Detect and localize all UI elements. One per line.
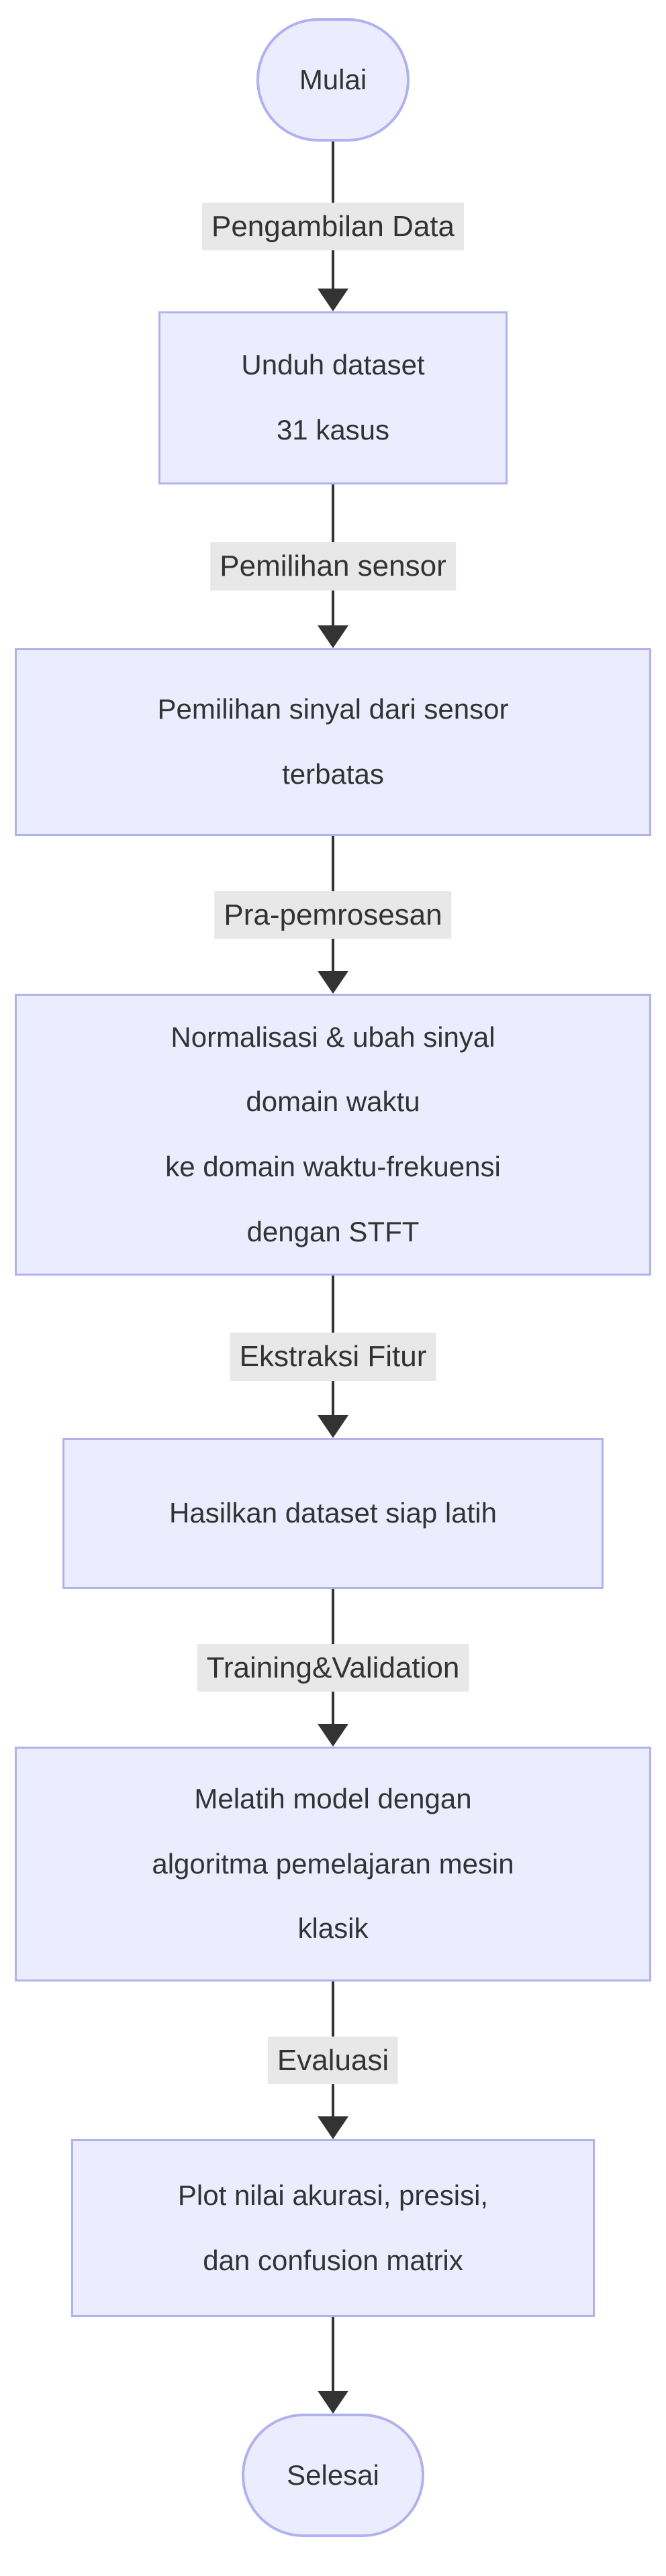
node-label: Selesai — [287, 2443, 379, 2508]
node-label: Normalisasi & ubah sinyal domain waktu k… — [165, 1005, 501, 1264]
arrowhead-icon — [318, 2116, 348, 2139]
node-label-line: domain waktu — [246, 1086, 420, 1118]
arrowhead-icon — [318, 1724, 348, 1747]
node-plot-akurasi: Plot nilai akurasi, presisi, dan confusi… — [71, 2139, 595, 2317]
node-label: Hasilkan dataset siap latih — [169, 1481, 497, 1546]
edge-label-pemilihan-sensor: Pemilihan sensor — [210, 542, 456, 590]
edge-label-evaluasi: Evaluasi — [267, 2036, 399, 2085]
arrowhead-icon — [318, 971, 348, 994]
node-label-line: Hasilkan dataset siap latih — [169, 1497, 497, 1529]
arrowhead-icon — [318, 2391, 348, 2414]
edge-line — [332, 2317, 334, 2395]
edge-download-to-sensor: Pemilihan sensor — [0, 484, 666, 648]
edge-label-ekstraksi-fitur: Ekstraksi Fitur — [230, 1333, 436, 1381]
node-label-line: Plot nilai akurasi, presisi, — [177, 2179, 489, 2211]
edge-start-to-download: Pengambilan Data — [0, 142, 666, 311]
node-label: Mulai — [299, 48, 367, 113]
node-unduh-dataset: Unduh dataset 31 kasus — [158, 311, 508, 484]
edge-preprocess-to-feature: Ekstraksi Fitur — [0, 1276, 666, 1438]
edge-feature-to-training: Training&Validation — [0, 1589, 666, 1747]
node-label-line: algoritma pemelajaran mesin — [152, 1847, 514, 1879]
node-label-line: klasik — [297, 1912, 369, 1945]
node-label-line: Melatih model dengan — [194, 1783, 472, 1815]
node-label: Plot nilai akurasi, presisi, dan confusi… — [178, 2163, 488, 2293]
node-label-line: Mulai — [299, 63, 367, 95]
node-normalisasi-stft: Normalisasi & ubah sinyal domain waktu k… — [15, 994, 651, 1276]
edge-label-training-validation: Training&Validation — [197, 1643, 469, 1692]
arrowhead-icon — [318, 1415, 348, 1438]
node-start-mulai: Mulai — [256, 18, 410, 142]
node-label-line: Normalisasi & ubah sinyal — [171, 1021, 495, 1053]
node-label-line: terbatas — [282, 758, 384, 790]
node-label-line: dengan STFT — [246, 1215, 420, 1247]
node-pemilihan-sinyal: Pemilihan sinyal dari sensor terbatas — [15, 648, 651, 836]
node-melatih-model: Melatih model dengan algoritma pemelajar… — [15, 1747, 651, 1981]
node-label-line: ke domain waktu-frekuensi — [165, 1151, 501, 1182]
edge-training-to-plot: Evaluasi — [0, 1981, 666, 2139]
node-label-line: Unduh dataset — [241, 349, 425, 381]
node-label: Unduh dataset 31 kasus — [241, 333, 424, 462]
edge-label-pra-pemrosesan: Pra-pemrosesan — [214, 890, 452, 939]
edge-label-pengambilan-data: Pengambilan Data — [201, 202, 465, 251]
node-end-selesai: Selesai — [242, 2414, 424, 2537]
node-label-line: Pemilihan sinyal dari sensor — [157, 693, 509, 725]
node-label-line: Selesai — [287, 2459, 379, 2491]
node-label-line: dan confusion matrix — [203, 2244, 463, 2276]
edge-plot-to-end — [0, 2317, 666, 2414]
arrowhead-icon — [318, 625, 348, 648]
node-label-line: 31 kasus — [276, 414, 390, 446]
arrowhead-icon — [318, 289, 348, 311]
node-label: Pemilihan sinyal dari sensor terbatas — [158, 677, 509, 807]
node-label: Melatih model dengan algoritma pemelajar… — [152, 1767, 514, 1961]
edge-sensor-to-preprocess: Pra-pemrosesan — [0, 836, 666, 994]
node-hasilkan-dataset: Hasilkan dataset siap latih — [62, 1438, 604, 1589]
